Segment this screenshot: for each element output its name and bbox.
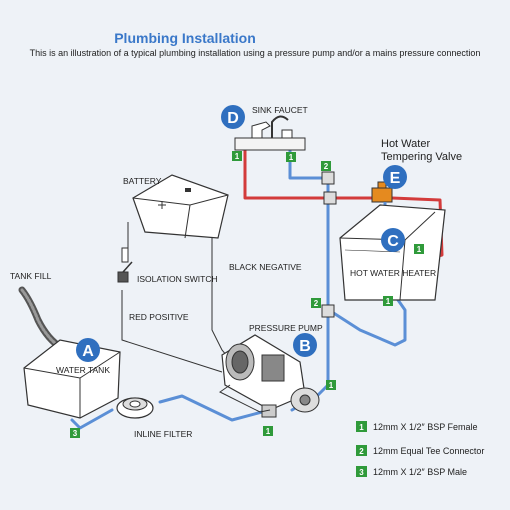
isolation-switch-label: ISOLATION SWITCH [137,274,218,284]
marker-d: D [221,105,245,129]
marker-b-letter: B [299,338,311,355]
svg-text:1: 1 [386,297,391,306]
marker-c-letter: C [387,233,399,250]
badge-faucet-cold: 1 [286,152,296,162]
marker-e: E [383,165,407,189]
wiring [121,214,233,373]
battery-label: BATTERY [123,176,162,186]
badge-pump-outlet: 1 [326,380,336,390]
svg-text:2: 2 [314,299,319,308]
svg-text:3: 3 [359,468,364,477]
tee-connectors [321,171,337,318]
tank-fill-label: TANK FILL [10,271,52,281]
badge-lower-tee: 2 [311,298,321,308]
hot-water-heater [339,204,446,301]
svg-text:2: 2 [359,447,364,456]
svg-text:3: 3 [73,429,78,438]
fitting-badges: 1 1 2 1 2 1 1 1 [70,151,424,438]
svg-text:1: 1 [359,423,364,432]
page-subtitle: This is an illustration of a typical plu… [29,48,481,58]
svg-text:1: 1 [266,427,271,436]
marker-c: C [381,228,405,252]
legend-item: 1 12mm X 1/2″ BSP Female [356,421,478,432]
svg-text:2: 2 [324,162,329,171]
water-tank [23,339,121,419]
marker-e-letter: E [390,170,401,187]
tempering-valve-label-line2: Tempering Valve [381,151,462,163]
red-positive-label: RED POSITIVE [129,312,189,322]
badge-tank-outlet: 3 [70,428,80,438]
inline-filter [116,397,154,419]
page-title: Plumbing Installation [114,30,256,46]
hot-tee [323,191,337,205]
upper-tee [321,171,335,185]
water-tank-label: WATER TANK [56,365,110,375]
svg-text:1: 1 [417,245,422,254]
tank-fill-hose [18,286,66,352]
badge-heater-outlet: 1 [414,244,424,254]
black-negative-label: BLACK NEGATIVE [229,262,302,272]
battery [132,174,229,239]
marker-d-letter: D [227,110,239,127]
badge-pump-inlet: 1 [263,426,273,436]
legend-item: 2 12mm Equal Tee Connector [356,445,484,456]
pressure-pump [219,334,320,418]
svg-text:12mm X 1/2″ BSP Male: 12mm X 1/2″ BSP Male [373,467,467,477]
isolation-switch [117,247,133,283]
badge-heater-inlet: 1 [383,296,393,306]
pressure-pump-label: PRESSURE PUMP [249,323,323,333]
heater-feed-pipe [330,298,407,347]
tempering-valve-label-line1: Hot Water [381,138,430,150]
faucet-hot-pipe [243,146,380,200]
marker-b: B [293,333,317,357]
filter-to-pump-pipe [158,394,264,422]
marker-a: A [76,338,100,362]
legend-item: 3 12mm X 1/2″ BSP Male [356,466,467,477]
inline-filter-label: INLINE FILTER [134,429,192,439]
svg-text:12mm X 1/2″ BSP Female: 12mm X 1/2″ BSP Female [373,422,478,432]
lower-tee [321,304,335,318]
svg-text:1: 1 [329,381,334,390]
sink-faucet [234,115,306,151]
hot-water-heater-label: HOT WATER HEATER [350,268,436,278]
svg-text:1: 1 [235,152,240,161]
sink-faucet-label: SINK FAUCET [252,105,308,115]
marker-a-letter: A [82,343,94,360]
badge-faucet-hot: 1 [232,151,242,161]
red-positive-wire-lower [121,290,223,373]
svg-text:12mm Equal Tee Connector: 12mm Equal Tee Connector [373,446,484,456]
legend: 1 12mm X 1/2″ BSP Female 2 12mm Equal Te… [356,421,484,477]
badge-upper-tee: 2 [321,161,331,171]
svg-text:1: 1 [289,153,294,162]
